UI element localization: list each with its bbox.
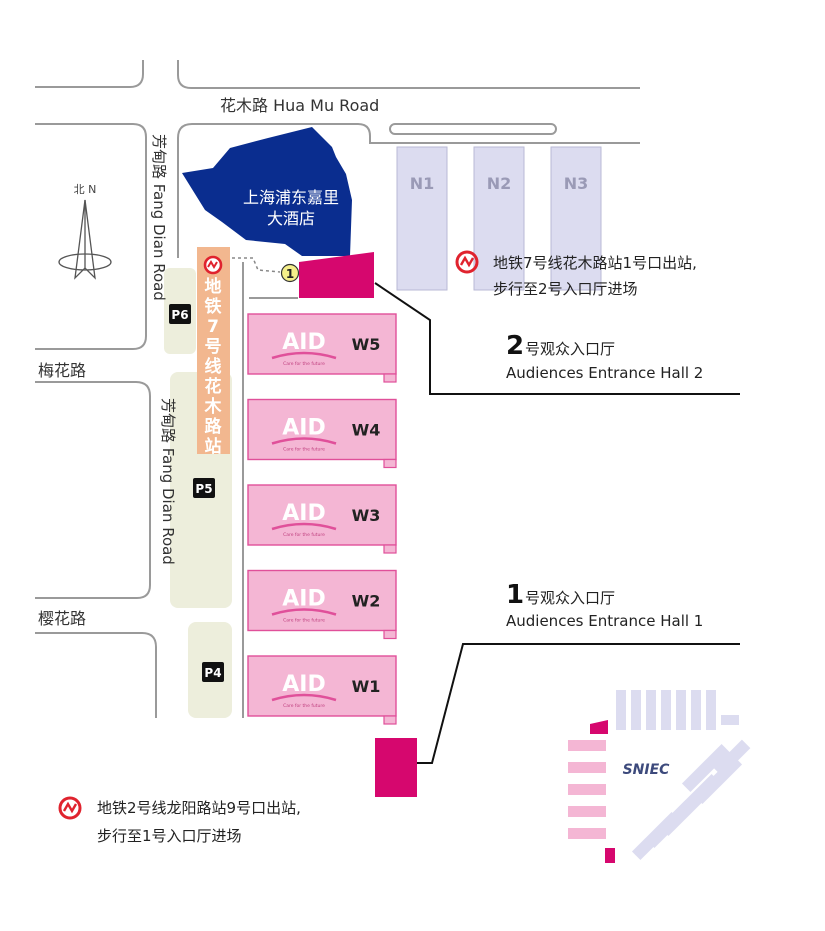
hall-w3-body: [247, 484, 397, 546]
metro-icon-line7: [203, 255, 223, 275]
metro-line7-note: 地铁7号线花木路站1号口出站, 步行至2号入口厅进场: [455, 250, 697, 298]
metro-line7-note-line1: 地铁7号线花木路站1号口出站,: [493, 254, 697, 272]
parking-p5: P5: [193, 478, 215, 498]
hall-n2: N2: [473, 146, 525, 291]
compass-label: 北 N: [74, 183, 97, 196]
metro-exit-marker: 1: [280, 263, 300, 283]
aid-logo: AID: [282, 330, 325, 355]
metro-icon: [455, 250, 479, 274]
entrance-2-en: Audiences Entrance Hall 2: [506, 364, 703, 382]
entrance-1-cn: 号观众入口厅: [525, 589, 615, 607]
aid-logo-swoosh: [271, 608, 337, 616]
hall-id-label: W1: [352, 677, 381, 696]
hall-w4: AID Care for the future W4: [247, 398, 397, 469]
aid-logo-tagline: Care for the future: [283, 447, 325, 453]
aid-logo-swoosh: [271, 693, 337, 702]
metro-line2-note: 地铁2号线龙阳路站9号口出站, 步行至1号入口厅进场: [58, 796, 301, 845]
hall-n1: N1: [396, 146, 448, 291]
hall-w4-annex: [383, 458, 397, 469]
hall-w1: AID Care for the future W1: [247, 655, 397, 725]
hall-w3: AID Care for the future W3: [247, 484, 397, 554]
metro-exit-number: 1: [286, 267, 294, 281]
hall-w5-body: [247, 313, 397, 375]
north-arrow-icon: [58, 199, 112, 280]
hall-n3: N3: [550, 146, 602, 291]
road-label-hua-mu: 花木路 Hua Mu Road: [220, 96, 379, 115]
entrance-2-number: 2: [506, 331, 524, 361]
entrance-hall-2: [299, 252, 740, 395]
hall-id-label: W4: [352, 421, 381, 440]
minimap-entrances: [590, 720, 615, 863]
hall-w2: AID Care for the future W2: [247, 569, 397, 640]
parking-p6: P6: [169, 304, 191, 324]
road-label-ying-hua: 樱花路: [38, 609, 86, 628]
hall-w4-body: [247, 398, 397, 461]
hall-w1-body: [247, 655, 397, 717]
entrance-1-en: Audiences Entrance Hall 1: [506, 612, 703, 630]
hall-id-label: W3: [352, 506, 381, 525]
road-label-fang-dian-north: 芳甸路 Fang Dian Road: [150, 134, 168, 301]
entrance-2-label: 2 号观众入口厅 Audiences Entrance Hall 2: [506, 331, 703, 382]
aid-logo: AID: [282, 672, 325, 697]
aid-logo-tagline: Care for the future: [283, 618, 325, 624]
aid-logo-swoosh: [271, 351, 337, 360]
aid-logo: AID: [282, 587, 325, 612]
parking-p5-label: P5: [195, 482, 212, 496]
hall-n2-label: N2: [487, 174, 512, 193]
aid-logo: AID: [282, 416, 325, 441]
hall-w5: AID Care for the future W5: [247, 313, 397, 383]
entrance-1-number: 1: [506, 580, 524, 610]
aid-logo: AID: [282, 501, 325, 526]
hotel-name-line1: 上海浦东嘉里: [243, 188, 339, 207]
entrance-2-cn: 号观众入口厅: [525, 340, 615, 358]
minimap-west-halls: [568, 740, 606, 839]
hotel-name-line2: 大酒店: [267, 209, 315, 228]
hall-n3-label: N3: [564, 174, 589, 193]
road-network: [35, 60, 640, 718]
hall-w5-annex: [383, 373, 397, 383]
north-halls: N1 N2 N3: [396, 146, 602, 291]
minimap-east-halls: [631, 739, 751, 861]
road-label-mei-hua: 梅花路: [38, 361, 86, 380]
hall-w2-annex: [383, 629, 397, 640]
entrance-1-label: 1 号观众入口厅 Audiences Entrance Hall 1: [506, 580, 703, 630]
metro-line2-note-line1: 地铁2号线龙阳路站9号口出站,: [97, 799, 301, 817]
aid-logo-tagline: Care for the future: [283, 703, 325, 709]
hotel-building: 上海浦东嘉里 大酒店: [182, 127, 352, 256]
aid-logo-tagline: Care for the future: [283, 361, 325, 367]
hall-id-label: W5: [352, 335, 381, 354]
road-label-fang-dian-south: 芳甸路 Fang Dian Road: [159, 398, 177, 565]
compass: 北 N: [58, 183, 112, 280]
minimap-north-halls: [616, 690, 739, 730]
sniec-label: SNIEC: [623, 762, 671, 778]
hall-id-label: W2: [352, 592, 381, 611]
metro-icon: [58, 796, 82, 820]
aid-logo-tagline: Care for the future: [283, 532, 325, 538]
parking-p6-label: P6: [171, 308, 188, 322]
aid-logo-swoosh: [271, 437, 337, 445]
hall-w3-annex: [383, 544, 397, 554]
hall-w2-body: [247, 569, 397, 632]
entrance-hall-1: [375, 643, 740, 797]
aid-logo-swoosh: [271, 522, 337, 531]
parking-p4-label: P4: [204, 666, 221, 680]
parking-p4: P4: [202, 662, 224, 682]
sniec-minimap: SNIEC: [568, 690, 751, 863]
hall-w1-annex: [383, 715, 397, 725]
hall-n1-label: N1: [410, 174, 435, 193]
metro-line7-note-line2: 步行至2号入口厅进场: [493, 280, 638, 298]
metro-line2-note-line2: 步行至1号入口厅进场: [97, 827, 242, 845]
